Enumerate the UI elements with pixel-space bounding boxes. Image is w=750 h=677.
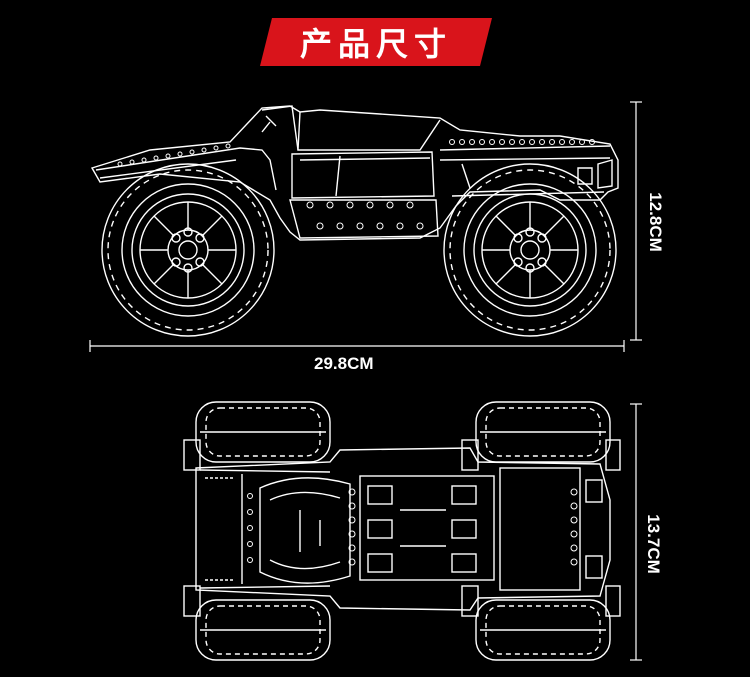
width-dimension-line (630, 403, 642, 661)
top-view (183, 401, 621, 661)
side-view-front-wheel (101, 163, 275, 337)
top-view-front-left-wheel (195, 401, 331, 463)
top-view-rear-right-wheel (475, 599, 611, 661)
top-view-studs (247, 488, 578, 566)
top-view-chassis (195, 447, 611, 611)
length-label: 29.8CM (314, 354, 374, 373)
width-label: 13.7CM (644, 514, 663, 574)
side-view-studs (117, 139, 595, 230)
page-title: 产品尺寸 (299, 25, 452, 63)
side-view (90, 105, 619, 337)
height-dimension-line (630, 101, 642, 341)
length-dimension-line (89, 340, 625, 352)
height-label: 12.8CM (646, 192, 665, 252)
top-view-rear-left-wheel (475, 401, 611, 463)
top-view-front-right-wheel (195, 599, 331, 661)
side-view-rear-wheel (443, 163, 617, 337)
side-view-body (90, 105, 619, 241)
title-banner (260, 18, 492, 66)
